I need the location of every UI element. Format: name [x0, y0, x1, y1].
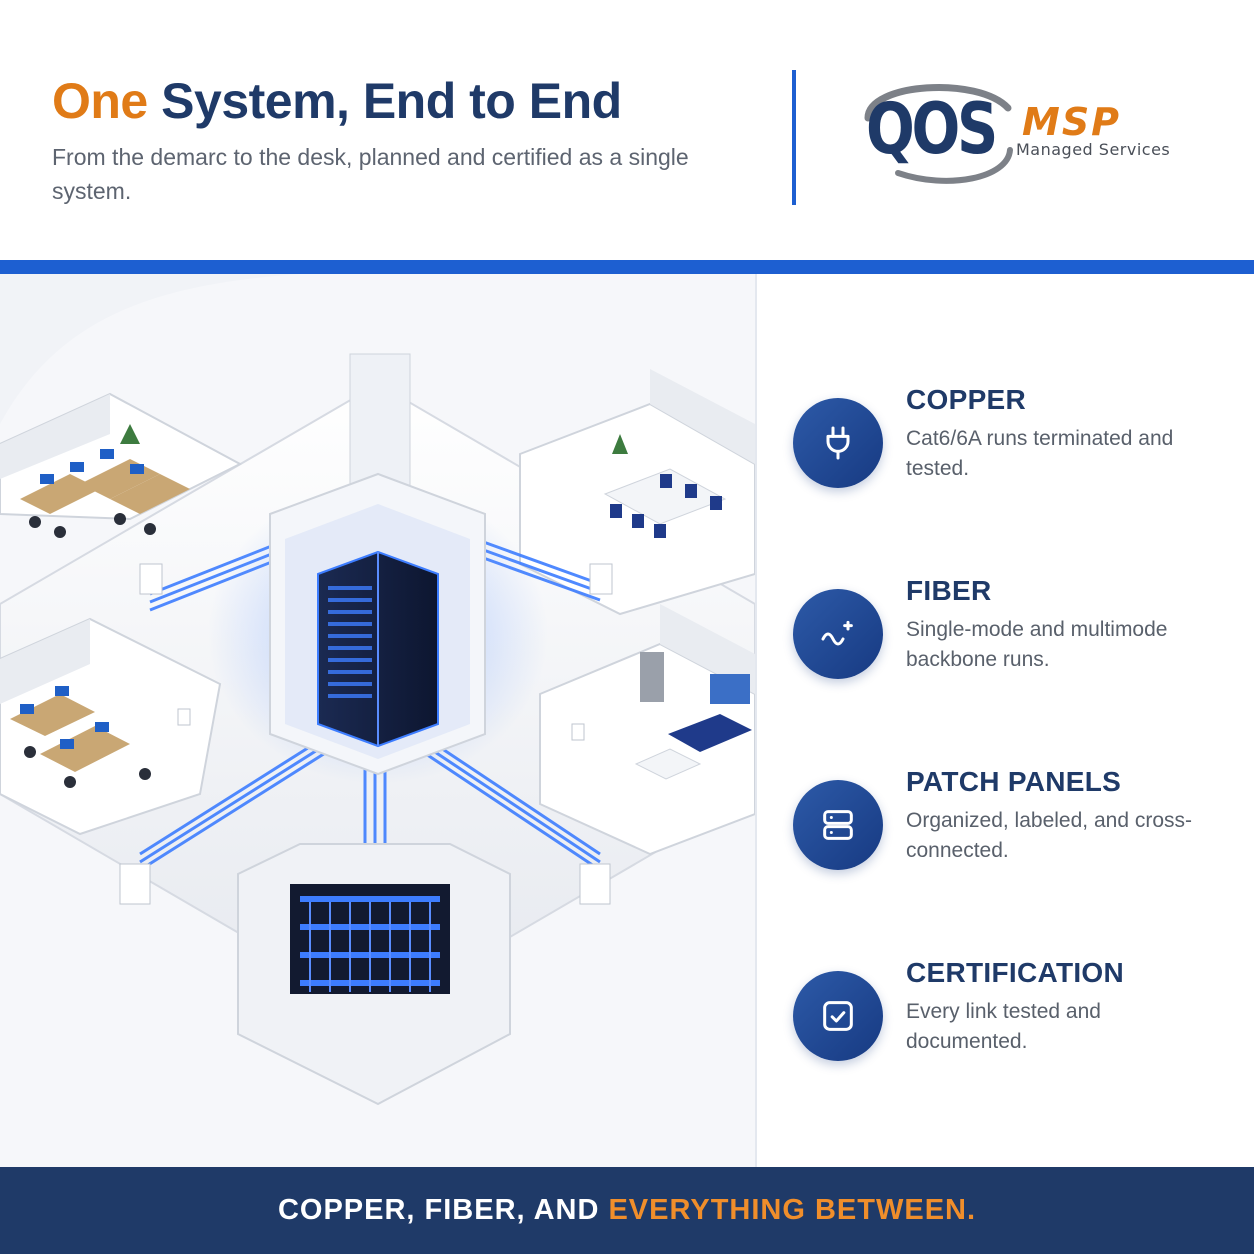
feature-patch-panels: PATCH PANELS Organized, labeled, and cro…: [793, 766, 1233, 886]
feature-description: Organized, labeled, and cross-connected.: [906, 809, 1192, 862]
plug-icon: [793, 398, 883, 488]
feature-description: Every link tested and documented.: [906, 1000, 1101, 1053]
feature-title: PATCH PANELS: [906, 766, 1122, 797]
title-accent: One: [52, 73, 148, 129]
checkbox-icon: [793, 971, 883, 1061]
patch-panel-room: [237, 843, 511, 1106]
feature-title: FIBER: [906, 575, 992, 606]
feature-title: COPPER: [906, 384, 1027, 415]
lounge-room: [539, 604, 755, 856]
feature-title: CERTIFICATION: [906, 957, 1125, 988]
footer-banner: COPPER, FIBER, AND EVERYTHING BETWEEN.: [0, 1167, 1254, 1254]
header: One System, End to End From the demarc t…: [0, 0, 1254, 260]
feature-description: Single-mode and multimode backbone runs.: [906, 618, 1168, 671]
office-room-mid-left: [0, 617, 222, 836]
title-main: System, End to End: [161, 73, 622, 129]
company-logo: QOS MSP Managed Services: [858, 78, 1188, 188]
wall-outlets: [119, 563, 613, 905]
footer-text-orange: EVERYTHING BETWEEN.: [608, 1194, 977, 1226]
illustration-svg: [0, 274, 755, 1167]
page-subtitle: From the demarc to the desk, planned and…: [52, 144, 689, 204]
logo-swoosh-icon: [864, 83, 1013, 184]
server-panel-icon: [793, 780, 883, 870]
feature-certification: CERTIFICATION Every link tested and docu…: [793, 957, 1233, 1077]
feature-copper: COPPER Cat6/6A runs terminated and teste…: [793, 384, 1233, 504]
header-divider: [792, 70, 796, 205]
feature-fiber: FIBER Single-mode and multimode backbone…: [793, 575, 1233, 695]
office-room-top-left: [0, 392, 243, 538]
fiber-wave-icon: [793, 589, 883, 679]
server-rack: [317, 550, 439, 748]
feature-list: COPPER Cat6/6A runs terminated and teste…: [757, 274, 1254, 1167]
footer-tagline: COPPER, FIBER, AND EVERYTHING BETWEEN.: [278, 1194, 976, 1227]
panel-divider: [755, 274, 757, 1167]
network-building-illustration: [0, 274, 755, 1167]
logo-mark: QOS: [866, 88, 998, 170]
header-band: [0, 260, 1254, 274]
logo-tagline: Managed Services: [1016, 140, 1171, 159]
feature-description: Cat6/6A runs terminated and tested.: [906, 427, 1174, 480]
conference-room: [519, 369, 755, 616]
footer-text-white: COPPER, FIBER, AND: [277, 1194, 600, 1226]
logo-brand: MSP: [1022, 100, 1122, 144]
page-title: One System, End to End: [52, 72, 622, 130]
